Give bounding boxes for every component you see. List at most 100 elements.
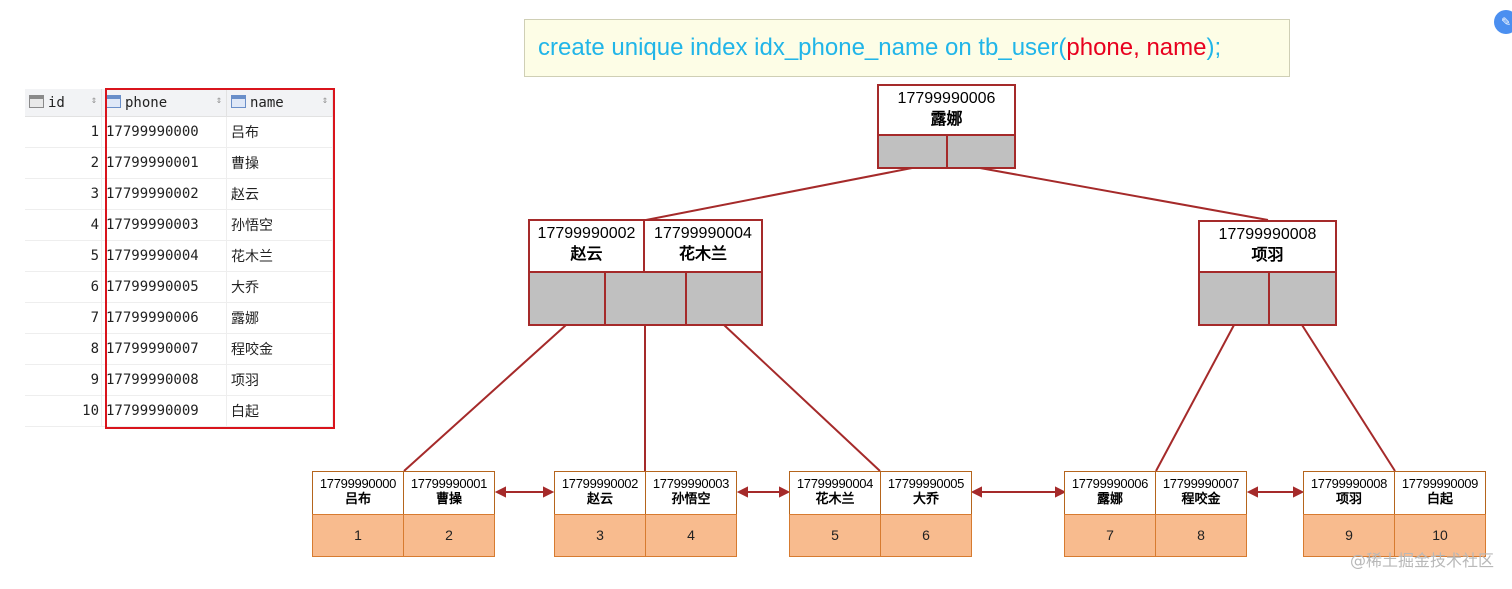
left-key-1-name: 赵云 — [570, 244, 603, 263]
watermark: @稀土掘金技术社区 — [1349, 551, 1494, 570]
cell-id[interactable]: 7 — [25, 302, 102, 334]
key-column-icon — [29, 94, 44, 108]
cell-id[interactable]: 4 — [25, 209, 102, 241]
column-header-phone[interactable]: phone⇕ — [101, 89, 227, 117]
leaf-row-id: 9 — [1303, 514, 1395, 557]
cell-id[interactable]: 8 — [25, 333, 102, 365]
feedback-icon[interactable]: ✎ — [1494, 10, 1512, 34]
cell-name[interactable]: 大乔 — [226, 271, 333, 303]
leaf-key-phone: 17799990005 — [887, 476, 965, 491]
cell-id[interactable]: 9 — [25, 364, 102, 396]
cell-id[interactable]: 3 — [25, 178, 102, 210]
cell-name[interactable]: 露娜 — [226, 302, 333, 334]
left-key-2-name: 花木兰 — [678, 244, 727, 263]
leaf-key-phone: 17799990007 — [1162, 476, 1240, 491]
edge-right-leaf5 — [1301, 324, 1396, 472]
sql-prefix: create unique index idx_phone_name on tb… — [538, 34, 1067, 61]
cell-id[interactable]: 2 — [25, 147, 102, 179]
cell-phone[interactable]: 17799990000 — [101, 116, 227, 148]
root-node: 17799990006 露娜 — [877, 84, 1016, 169]
leaf-key-phone: 17799990000 — [319, 476, 397, 491]
cell-phone[interactable]: 17799990004 — [101, 240, 227, 272]
cell-phone[interactable]: 17799990005 — [101, 271, 227, 303]
root-key: 17799990006 露娜 — [879, 86, 1014, 136]
left-key-2: 17799990004 花木兰 — [645, 221, 761, 273]
cell-name[interactable]: 吕布 — [226, 116, 333, 148]
leaf-row-id: 3 — [554, 514, 646, 557]
cell-id[interactable]: 1 — [25, 116, 102, 148]
cell-phone[interactable]: 17799990001 — [101, 147, 227, 179]
sort-icon[interactable]: ⇕ — [321, 94, 328, 106]
cell-name[interactable]: 项羽 — [226, 364, 333, 396]
sort-icon[interactable]: ⇕ — [215, 94, 222, 106]
cell-name[interactable]: 花木兰 — [226, 240, 333, 272]
leaf-row-id: 5 — [789, 514, 881, 557]
leaf-row-id: 2 — [403, 514, 495, 557]
left-key-1: 17799990002 赵云 — [530, 221, 645, 273]
leaf-key-name: 程咬金 — [1181, 492, 1221, 507]
leaf-key-name: 花木兰 — [815, 492, 855, 507]
sql-statement: create unique index idx_phone_name on tb… — [524, 19, 1290, 77]
sort-icon[interactable]: ⇕ — [90, 94, 97, 106]
leaf-key-phone: 17799990004 — [796, 476, 874, 491]
leaf-key-phone: 17799990003 — [652, 476, 730, 491]
column-header-id[interactable]: id⇕ — [25, 89, 102, 117]
cell-id[interactable]: 6 — [25, 271, 102, 303]
leaf-key-phone: 17799990002 — [561, 476, 639, 491]
cell-phone[interactable]: 17799990002 — [101, 178, 227, 210]
cell-name[interactable]: 程咬金 — [226, 333, 333, 365]
cell-phone[interactable]: 17799990009 — [101, 395, 227, 427]
leaf-row-id: 4 — [645, 514, 737, 557]
root-key-name: 露娜 — [930, 109, 963, 128]
leaf-key-name: 赵云 — [586, 492, 613, 507]
leaf-key-name: 露娜 — [1096, 492, 1123, 507]
leaf-key-name: 项羽 — [1335, 492, 1362, 507]
edge-right-leaf4 — [1155, 324, 1235, 472]
left-pointer-3 — [685, 271, 763, 326]
cell-name[interactable]: 白起 — [226, 395, 333, 427]
cell-name[interactable]: 孙悟空 — [226, 209, 333, 241]
cell-phone[interactable]: 17799990008 — [101, 364, 227, 396]
cell-name[interactable]: 曹操 — [226, 147, 333, 179]
cell-id[interactable]: 10 — [25, 395, 102, 427]
cell-phone[interactable]: 17799990007 — [101, 333, 227, 365]
sql-suffix: ); — [1206, 34, 1222, 61]
table-header-row: id⇕ phone⇕ name⇕ — [25, 89, 333, 117]
column-header-name[interactable]: name⇕ — [226, 89, 333, 117]
left-pointer-2 — [604, 271, 687, 326]
leaf-row-id: 10 — [1394, 514, 1486, 557]
leaf-row-id: 1 — [312, 514, 404, 557]
cell-phone[interactable]: 17799990006 — [101, 302, 227, 334]
leaf-row-id: 8 — [1155, 514, 1247, 557]
root-key-phone: 17799990006 — [897, 90, 996, 107]
cell-id[interactable]: 5 — [25, 240, 102, 272]
right-pointer-1 — [1198, 271, 1270, 326]
cell-name[interactable]: 赵云 — [226, 178, 333, 210]
leaf-key-name: 孙悟空 — [671, 492, 711, 507]
cell-phone[interactable]: 17799990003 — [101, 209, 227, 241]
